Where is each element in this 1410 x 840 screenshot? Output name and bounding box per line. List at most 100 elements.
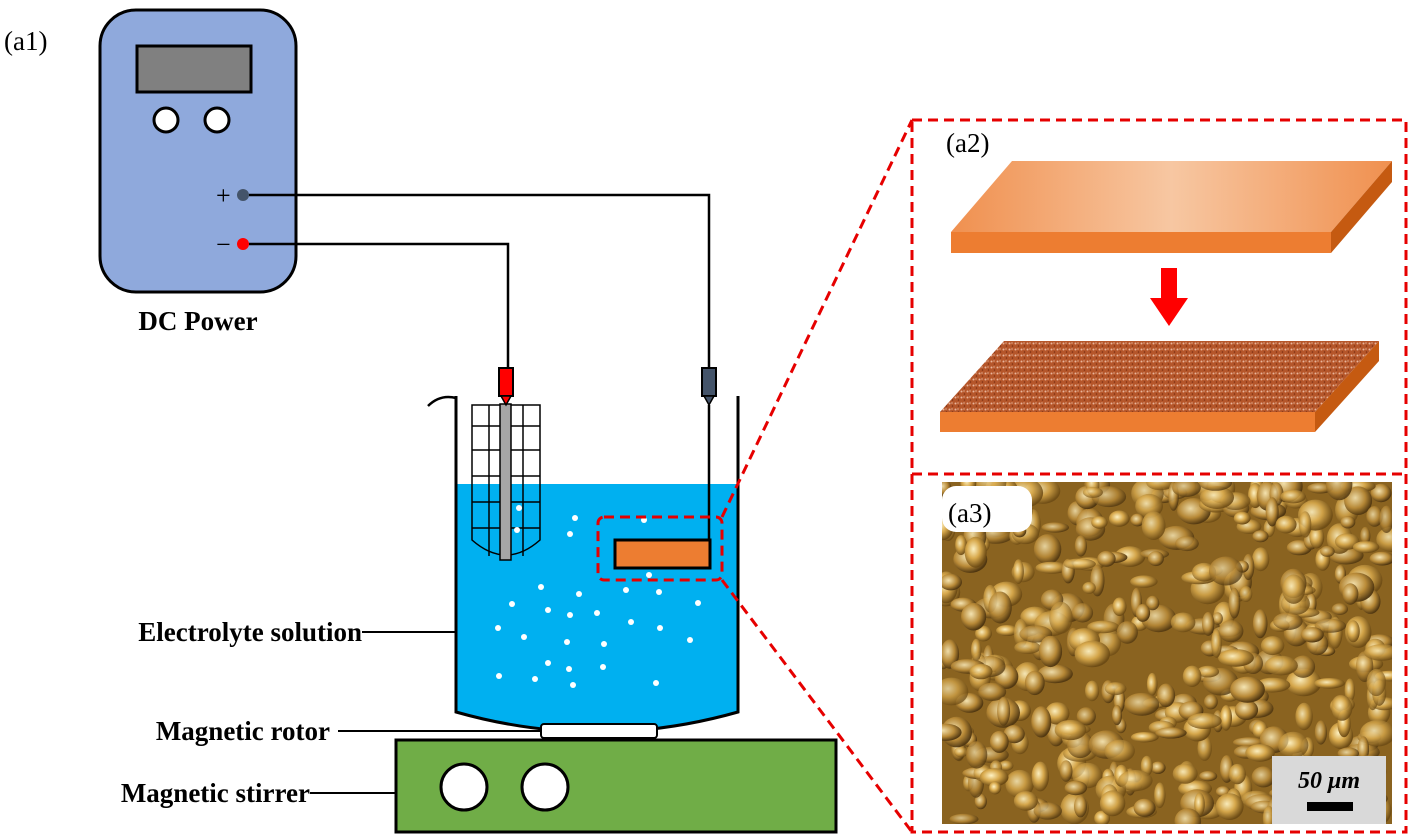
grain <box>1154 782 1166 809</box>
roughened-copper-plate <box>940 341 1379 432</box>
grain <box>964 536 987 568</box>
grain <box>975 625 992 642</box>
grain <box>1218 649 1254 667</box>
grain <box>1157 683 1176 708</box>
grain <box>1200 486 1234 509</box>
magnetic-rotor <box>540 723 658 739</box>
grain <box>1376 526 1392 552</box>
grain <box>1114 546 1146 567</box>
grain <box>1280 489 1306 504</box>
grain <box>1360 526 1371 546</box>
red-clip <box>498 367 514 397</box>
grain <box>971 638 982 662</box>
dc-power-label: DC Power <box>138 306 257 336</box>
grain <box>1118 770 1153 792</box>
grain <box>1175 536 1199 552</box>
grain <box>1054 719 1087 741</box>
grain <box>966 741 988 769</box>
grain <box>955 535 967 556</box>
grain <box>1295 702 1313 731</box>
grain <box>1344 486 1373 515</box>
dc-power-supply: + − <box>98 8 298 294</box>
negative-terminal <box>237 238 249 250</box>
grain <box>1172 763 1198 784</box>
grain <box>1331 695 1353 721</box>
grain <box>1003 725 1025 744</box>
grain <box>1346 620 1360 643</box>
grain <box>1220 705 1232 731</box>
grain <box>1326 482 1353 501</box>
zoom-line-bottom <box>720 579 914 833</box>
copper-sample <box>613 538 712 570</box>
panel-label-a2: (a2) <box>946 128 989 158</box>
grain <box>1300 627 1324 643</box>
scale-bar-label: 50 μm <box>1298 768 1360 794</box>
dark-clip <box>701 367 717 397</box>
positive-terminal <box>237 189 249 201</box>
grain <box>1135 604 1151 622</box>
grain <box>1344 678 1356 703</box>
grain <box>1174 808 1202 824</box>
grain <box>1370 483 1392 503</box>
grain <box>1298 511 1312 538</box>
grain <box>1364 644 1392 661</box>
beaker-spout <box>427 395 457 407</box>
grain <box>1230 676 1265 703</box>
grain <box>1035 561 1069 574</box>
grain <box>1359 720 1392 747</box>
grain <box>1199 771 1218 782</box>
grain <box>1140 755 1153 777</box>
grain <box>1251 766 1276 788</box>
grain <box>1252 547 1270 572</box>
grain <box>942 677 969 706</box>
red-clip-tip <box>499 395 513 407</box>
grain <box>1085 680 1100 702</box>
grain <box>996 625 1019 636</box>
scale-bar <box>1307 802 1353 811</box>
grain <box>1265 497 1279 527</box>
scale-bar-bg <box>1272 756 1386 824</box>
grain <box>1045 702 1070 725</box>
grain <box>1124 692 1160 716</box>
grain <box>1342 583 1359 605</box>
grain <box>1282 574 1306 604</box>
grain <box>1013 559 1024 584</box>
grain <box>1314 720 1327 745</box>
grain <box>1357 736 1370 762</box>
grain <box>1033 534 1062 565</box>
positive-wire <box>249 193 711 368</box>
grain <box>999 760 1014 771</box>
grain <box>1082 581 1096 594</box>
grain <box>1199 482 1232 491</box>
grain <box>997 696 1011 726</box>
grain <box>1366 506 1383 527</box>
grain <box>1228 587 1241 619</box>
grain <box>1252 530 1269 543</box>
grain <box>1130 575 1158 588</box>
grain <box>1228 763 1246 785</box>
grain <box>1099 790 1126 817</box>
electrolyte-label: Electrolyte solution <box>138 617 362 647</box>
dark-clip-tip <box>702 395 716 407</box>
grain <box>1031 706 1052 738</box>
grain <box>1204 694 1218 710</box>
grain <box>1197 735 1212 761</box>
grain <box>1116 621 1138 644</box>
grain <box>942 723 962 741</box>
grain <box>1038 635 1063 668</box>
grain <box>969 663 993 680</box>
grain <box>1005 769 1034 799</box>
grain <box>1172 482 1201 497</box>
stirrer-knob-right <box>520 762 570 812</box>
grain <box>1082 486 1103 498</box>
grain <box>1286 668 1322 697</box>
power-supply-screen <box>135 44 253 94</box>
grain <box>942 573 962 591</box>
grain <box>1064 780 1088 796</box>
rotor-label: Magnetic rotor <box>156 716 330 746</box>
grain <box>1369 551 1392 566</box>
grain <box>1097 550 1116 567</box>
stirrer-knob-left <box>439 762 489 812</box>
grain <box>1197 665 1220 678</box>
